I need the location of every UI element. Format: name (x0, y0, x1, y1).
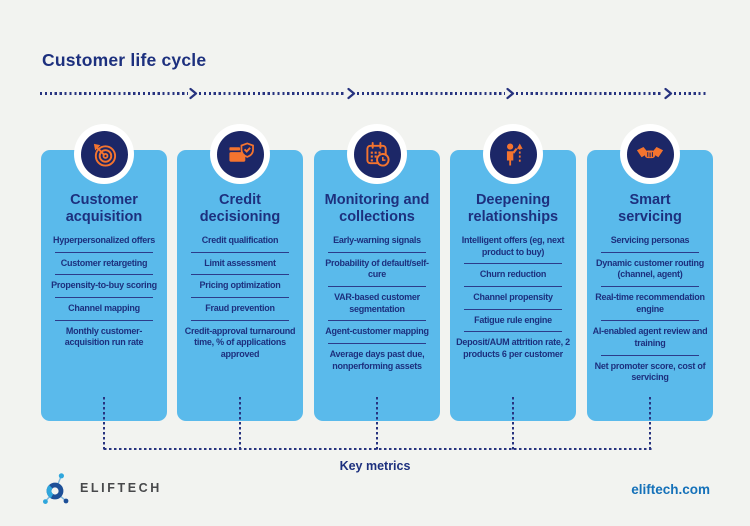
stage-item-list: Intelligent offers (eg, next product to … (450, 235, 576, 361)
key-metrics-label: Key metrics (339, 459, 411, 473)
arrow-right-icon (505, 87, 514, 100)
arrow-right-icon (347, 87, 356, 100)
list-item: VAR-based customer segmentation (334, 291, 420, 314)
list-item: Hyperpersonalized offers (52, 234, 156, 245)
stage-title: Credit decisioning (199, 192, 281, 225)
item-divider (464, 285, 562, 287)
wallet-shield-icon (228, 142, 254, 162)
item-divider (601, 320, 699, 322)
stage-icon-badge (620, 124, 680, 184)
item-divider (601, 251, 699, 253)
list-item: Credit qualification (201, 234, 279, 245)
arrow-right-icon (188, 87, 197, 100)
list-item: Probability of default/self-cure (325, 257, 429, 280)
item-divider (464, 308, 562, 310)
list-item: Average days past due, nonperforming ass… (329, 349, 425, 371)
stage-title: Customer acquisition (65, 192, 143, 225)
stage-card: Smart servicing Servicing personas Dynam… (587, 150, 713, 421)
list-item: Pricing optimization (199, 280, 281, 291)
icon-circle (80, 130, 128, 178)
connector-dashed-line (239, 397, 241, 450)
dashed-line (40, 92, 188, 95)
item-divider (55, 319, 153, 321)
stage-item-list: Early-warning signals Probability of def… (314, 235, 440, 373)
icon-circle (216, 130, 264, 178)
website-link[interactable]: eliftech.com (631, 482, 710, 497)
eliftech-logo: ELIFTECH (42, 470, 162, 506)
eliftech-wordmark: ELIFTECH (80, 481, 162, 495)
connector-dashed-line (103, 397, 105, 450)
item-divider (328, 285, 426, 287)
target-dart-icon (93, 143, 116, 167)
list-item: Fatigue rule engine (474, 314, 552, 325)
list-item: Dynamic customer routing (channel, agent… (595, 257, 705, 280)
icon-circle (353, 130, 401, 178)
item-divider (55, 274, 153, 276)
list-item: Credit-approval turnaround time, % of ap… (184, 325, 296, 360)
list-item: Deposit/AUM attrition rate, 2 products 6… (456, 337, 570, 360)
item-divider (191, 296, 289, 298)
person-growth-icon (506, 143, 523, 165)
stage-item-list: Credit qualification Limit assessment Pr… (177, 235, 303, 361)
stage-title: Monitoring and collections (324, 192, 430, 225)
stage-icon-badge (210, 124, 270, 184)
connector-dashed-line (649, 397, 651, 450)
stage-card: Customer acquisition Hyperpersonalized o… (41, 150, 167, 421)
item-divider (601, 354, 699, 356)
list-item: Monthly customer-acquisition run rate (64, 325, 144, 348)
connector-dashed-line (376, 397, 378, 450)
item-divider (55, 251, 153, 253)
stage-item-list: Servicing personas Dynamic customer rout… (587, 235, 713, 384)
dashed-line (515, 92, 663, 95)
stage-card: Credit decisioning Credit qualification … (177, 150, 303, 421)
list-item: Propensity-to-buy scoring (51, 280, 157, 291)
list-item: Servicing personas (610, 234, 690, 245)
stage-icon-badge (347, 124, 407, 184)
dashed-line (198, 92, 346, 95)
list-item: Churn reduction (479, 269, 547, 280)
list-item: Intelligent offers (eg, next product to … (461, 234, 565, 257)
item-divider (191, 319, 289, 321)
list-item: Channel mapping (68, 302, 140, 313)
item-divider (601, 285, 699, 287)
list-item: Limit assessment (204, 257, 276, 268)
lifecycle-flow-arrow (40, 87, 708, 100)
icon-circle (489, 130, 537, 178)
connector-dashed-line (512, 397, 514, 450)
dashed-line (674, 92, 708, 95)
stage-item-list: Hyperpersonalized offers Customer retarg… (41, 235, 167, 349)
stage-title: Deepening relationships (467, 192, 559, 225)
key-metrics-bracket (104, 448, 652, 450)
item-divider (328, 251, 426, 253)
handshake-icon (636, 147, 664, 159)
list-item: Early-warning signals (333, 234, 421, 245)
list-item: Real-time recommendation engine (595, 291, 705, 314)
list-item: Net promoter score, cost of servicing (594, 360, 706, 383)
item-divider (191, 251, 289, 253)
item-divider (55, 296, 153, 298)
stage-icon-badge (74, 124, 134, 184)
item-divider (464, 263, 562, 265)
dashed-line (357, 92, 505, 95)
eliftech-logo-icon (43, 472, 69, 504)
list-item: Channel propensity (473, 291, 553, 302)
list-item: Fraud prevention (205, 302, 275, 313)
calendar-clock-icon (365, 141, 390, 167)
stage-title: Smart servicing (618, 192, 682, 225)
stage-card: Deepening relationships Intelligent offe… (450, 150, 576, 421)
item-divider (464, 331, 562, 333)
item-divider (328, 343, 426, 345)
page-title: Customer life cycle (42, 50, 207, 70)
icon-circle (626, 130, 674, 178)
list-item: Customer retargeting (60, 257, 148, 268)
stage-icon-badge (483, 124, 543, 184)
list-item: Agent-customer mapping (325, 326, 429, 337)
stage-card: Monitoring and collections Early-warning… (314, 150, 440, 421)
item-divider (328, 320, 426, 322)
list-item: AI-enabled agent review and training (592, 326, 708, 349)
arrow-right-icon (664, 87, 673, 100)
item-divider (191, 274, 289, 276)
